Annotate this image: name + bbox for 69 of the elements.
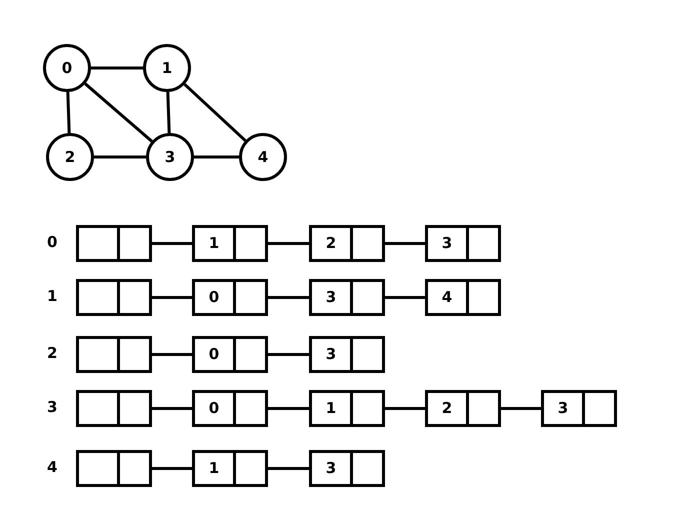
node-value: 3 — [558, 401, 568, 416]
connector-line — [194, 156, 239, 158]
connector-line — [184, 83, 246, 142]
connector-line — [152, 407, 192, 410]
list-node — [309, 390, 385, 427]
head-node — [76, 390, 152, 427]
node-value: 1 — [326, 401, 336, 416]
vertex-circle — [239, 133, 287, 181]
vertex-label: 1 — [162, 60, 172, 76]
connector-line — [152, 353, 192, 356]
node-value: 3 — [442, 236, 452, 251]
list-node — [309, 336, 385, 373]
connector-line — [84, 82, 153, 142]
connector-line — [268, 407, 309, 410]
list-node — [309, 450, 385, 487]
list-node — [192, 336, 268, 373]
head-node — [76, 336, 152, 373]
node-value: 0 — [208, 347, 220, 362]
node-value: 3 — [326, 290, 336, 305]
connector-line — [94, 156, 146, 158]
vertex-circle — [46, 133, 94, 181]
head-node — [76, 450, 152, 487]
vertex-label: 4 — [258, 150, 268, 164]
connector-line — [152, 242, 192, 245]
connector-line — [385, 296, 425, 299]
head-node — [76, 279, 152, 316]
connector-line — [268, 242, 309, 245]
node-value: 4 — [442, 290, 452, 305]
vertex-label: 2 — [64, 150, 76, 164]
list-node — [309, 279, 385, 316]
connector-line — [66, 92, 71, 134]
node-value: 0 — [208, 290, 220, 305]
row-index: 3 — [47, 400, 58, 415]
node-value: 0 — [208, 401, 220, 416]
list-node — [425, 390, 501, 427]
list-node — [425, 279, 501, 316]
node-value: 1 — [208, 461, 220, 476]
head-node — [76, 225, 152, 262]
row-index: 2 — [47, 346, 58, 361]
connector-line — [268, 467, 309, 470]
connector-line — [385, 407, 425, 410]
node-value: 1 — [208, 236, 220, 251]
connector-line — [268, 353, 309, 356]
node-value: 2 — [326, 236, 336, 251]
list-node — [192, 225, 268, 262]
list-node — [192, 450, 268, 487]
list-node — [309, 225, 385, 262]
connector-line — [91, 66, 143, 70]
vertex-circle — [43, 44, 91, 92]
node-value: 2 — [442, 401, 452, 416]
row-index: 0 — [47, 235, 58, 250]
vertex-circle — [146, 133, 194, 181]
connector-line — [152, 296, 192, 299]
node-value: 3 — [326, 347, 336, 362]
list-node — [541, 390, 617, 427]
node-value: 3 — [326, 461, 336, 476]
vertex-circle — [143, 44, 191, 92]
vertex-label: 0 — [62, 60, 72, 76]
list-node — [192, 390, 268, 427]
vertex-label: 3 — [164, 150, 176, 164]
row-index: 4 — [47, 460, 58, 475]
connector-line — [166, 92, 171, 134]
list-node — [192, 279, 268, 316]
connector-line — [501, 407, 541, 410]
connector-line — [268, 296, 309, 299]
list-node — [425, 225, 501, 262]
connector-line — [152, 467, 192, 470]
connector-line — [385, 242, 425, 245]
row-index: 1 — [47, 289, 58, 304]
